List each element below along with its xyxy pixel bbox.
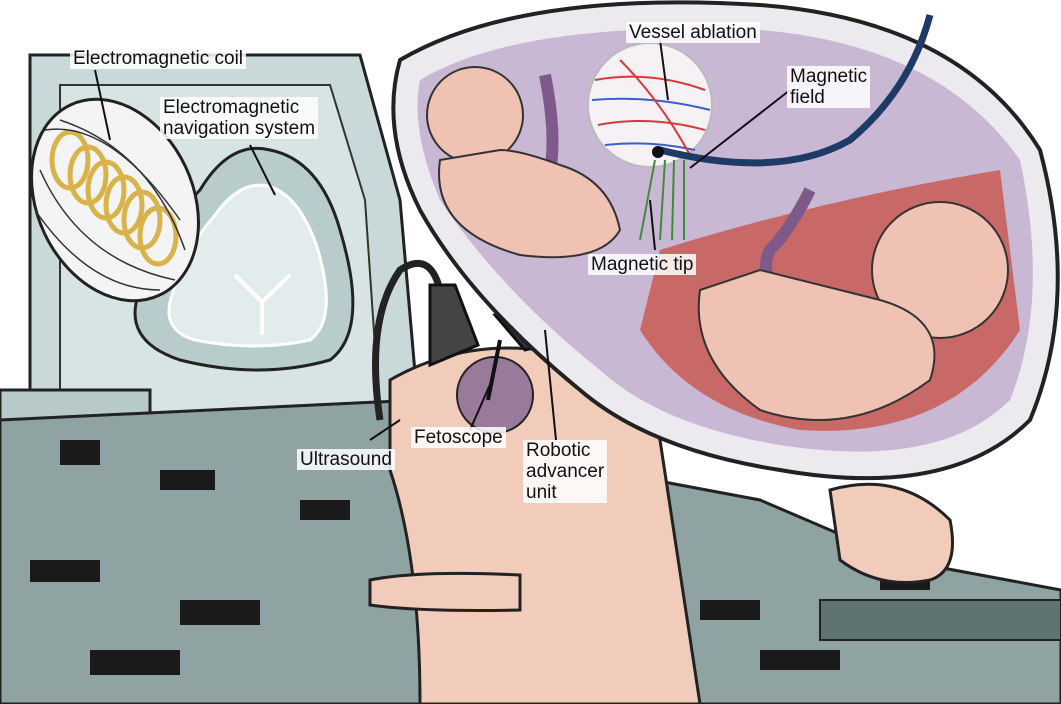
label-navigation-system: Electromagnetic navigation system (160, 97, 318, 139)
label-vessel-ablation: Vessel ablation (626, 22, 760, 43)
label-fetoscope: Fetoscope (411, 427, 506, 448)
label-magnetic-tip: Magnetic tip (588, 254, 696, 275)
label-magnetic-field: Magnetic field (787, 66, 870, 108)
label-robotic-advancer-unit: Robotic advancer unit (523, 440, 607, 503)
label-electromagnetic-coil: Electromagnetic coil (70, 48, 246, 69)
label-ultrasound: Ultrasound (297, 449, 395, 470)
